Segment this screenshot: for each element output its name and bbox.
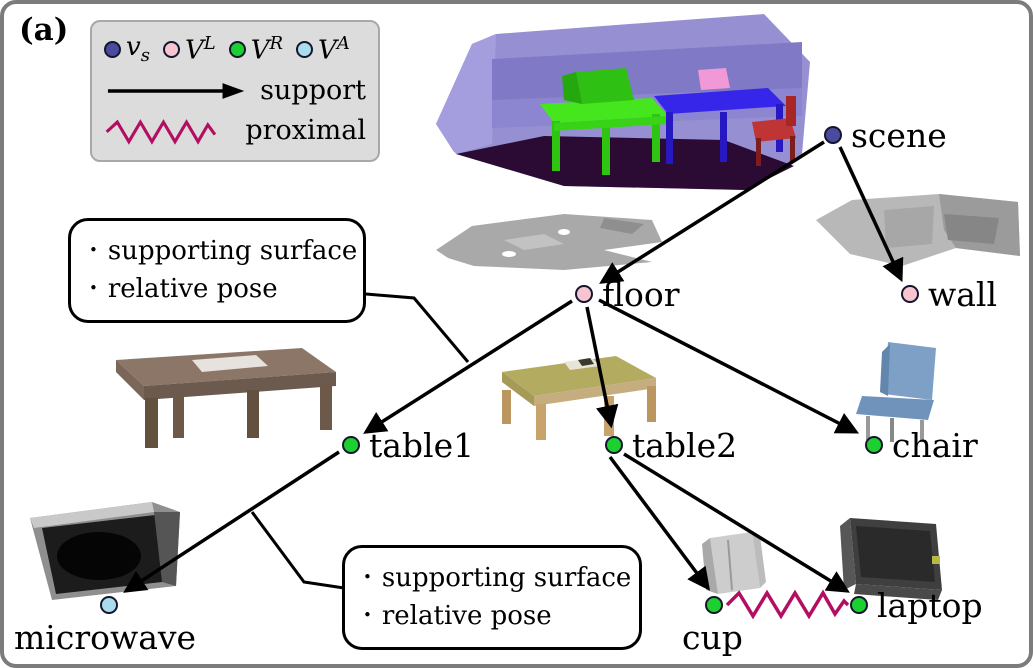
- callout2-line1: • supporting surface: [363, 560, 631, 598]
- legend-entry-rigid-node: VR: [228, 32, 284, 66]
- legend-proximal-row: proximal: [104, 115, 366, 146]
- legend-node-types-row: vs VL VR VA: [104, 32, 366, 66]
- chair-node-label: chair: [892, 426, 978, 465]
- proximal-zigzag-icon: [105, 118, 217, 145]
- callout2-item1: supporting surface: [381, 563, 632, 593]
- scene-node-symbol: vs: [126, 32, 150, 67]
- support-edge-scene-wall: [838, 146, 904, 283]
- support-edge-scene-floor: [599, 140, 825, 284]
- chair-node-dot: [865, 436, 883, 454]
- callout1-line1: • supporting surface: [89, 233, 357, 271]
- support-arrow-icon: [107, 82, 245, 99]
- table1-mesh-image: [116, 348, 336, 448]
- table2-node-dot: [605, 436, 623, 454]
- articulated-node-swatch: [296, 40, 314, 58]
- callout2-line2: • relative pose: [363, 598, 621, 636]
- panel-label: (a): [19, 12, 69, 48]
- table2-node-label: table2: [632, 426, 738, 465]
- callout1-line2: • relative pose: [89, 271, 345, 309]
- support-edge-floor-table2: [585, 306, 619, 429]
- callout2-connector-line: [250, 511, 345, 590]
- rigid-node-swatch: [228, 40, 246, 58]
- layout-node-symbol: VL: [184, 32, 216, 66]
- legend-box: vs VL VR VA support: [90, 20, 380, 162]
- wall-node-label: wall: [928, 275, 998, 314]
- cup-mesh-image: [702, 532, 766, 594]
- support-edge-table2-laptop: [623, 452, 850, 593]
- scene-node-label: scene: [851, 116, 947, 155]
- microwave-node-dot: [100, 596, 118, 614]
- wall-mesh-image: [816, 194, 1020, 266]
- laptop-node-dot: [850, 596, 868, 614]
- layout-node-swatch: [162, 40, 180, 58]
- support-edge-label: support: [260, 75, 366, 107]
- callout-supporting-surface-bottom: • supporting surface • relative pose: [342, 545, 642, 651]
- microwave-mesh-image: [30, 502, 180, 600]
- support-edge-table2-cup: [608, 455, 711, 591]
- table2-mesh-image: [502, 356, 656, 440]
- callout1-connector-line: [365, 292, 470, 363]
- cup-node-dot: [705, 596, 723, 614]
- scene-node-dot: [824, 126, 842, 144]
- support-edge-floor-chair: [598, 298, 860, 434]
- legend-entry-articulated-node: VA: [296, 32, 350, 66]
- legend-entry-scene-node: vs: [104, 32, 150, 66]
- microwave-node-label: microwave: [14, 618, 197, 657]
- scene-render-image: [436, 14, 810, 190]
- scene-node-swatch: [104, 40, 121, 58]
- articulated-node-symbol: VA: [318, 32, 350, 66]
- laptop-node-label: laptop: [877, 586, 983, 625]
- wall-node-dot: [901, 285, 919, 303]
- chair-mesh-image: [856, 342, 936, 442]
- callout1-item2: relative pose: [107, 273, 278, 304]
- diagram-underlay: [30, 14, 1020, 620]
- rigid-node-symbol: VR: [250, 32, 284, 66]
- support-edge-table1-microwave: [123, 450, 340, 593]
- callout1-item1: supporting surface: [107, 236, 358, 266]
- callout2-item2: relative pose: [381, 600, 552, 631]
- cup-node-label: cup: [682, 618, 743, 657]
- table1-node-label: table1: [369, 426, 475, 465]
- floor-node-label: floor: [602, 275, 680, 314]
- table1-node-dot: [342, 436, 360, 454]
- support-edge-floor-table1: [363, 299, 573, 434]
- floor-node-dot: [575, 285, 593, 303]
- legend-entry-layout-node: VL: [162, 32, 216, 66]
- floor-mesh-image: [436, 214, 662, 270]
- proximal-edge-label: proximal: [245, 115, 366, 147]
- callout-supporting-surface-top: • supporting surface • relative pose: [68, 218, 366, 324]
- legend-support-row: support: [104, 75, 366, 106]
- proximal-edge-cup-laptop: [725, 589, 850, 620]
